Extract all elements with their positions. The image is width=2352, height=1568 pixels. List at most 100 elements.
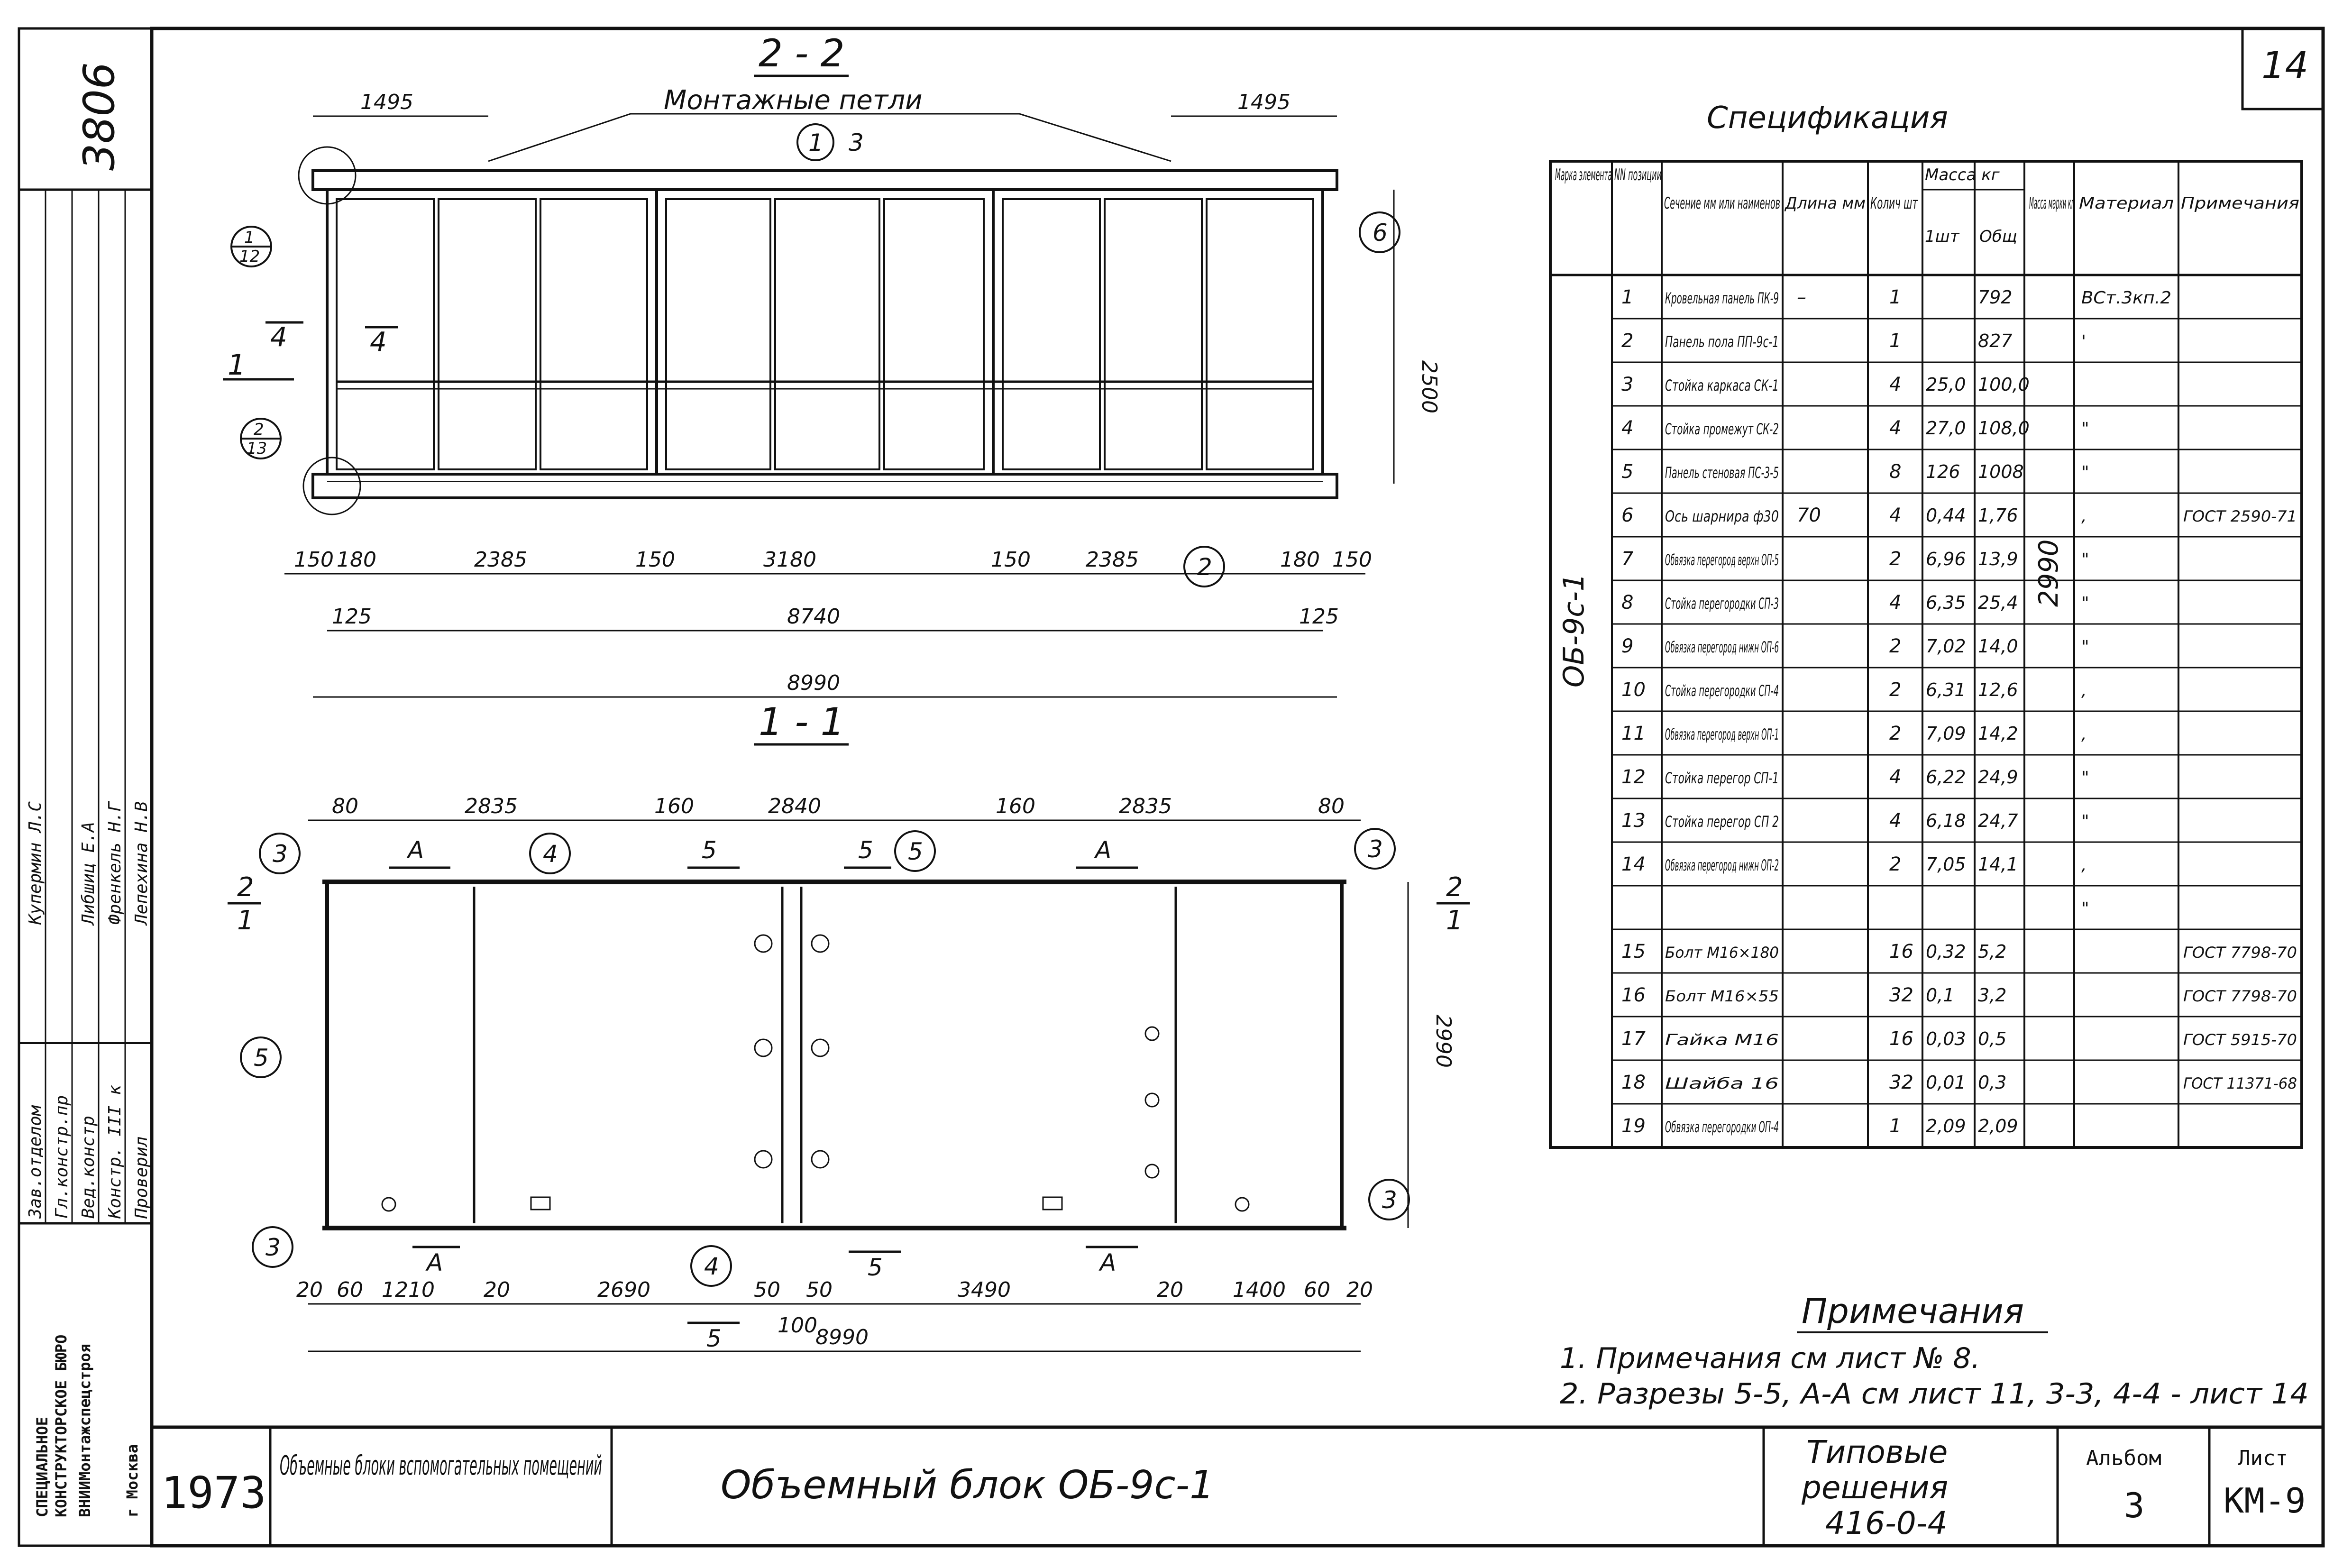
spec-cell-qty: 4 — [1889, 374, 1901, 395]
spec-cell-pos: 9 — [1621, 635, 1633, 657]
spec-cell-mat: " — [2081, 550, 2089, 569]
mark-4-top: 4 — [543, 840, 558, 868]
mark-3-tl: 3 — [273, 840, 288, 868]
spec-cell-pos: 13 — [1621, 810, 1646, 832]
spec-cell-name: Панель стеновая ПС-3-5 — [1665, 464, 1779, 482]
spec-cell-len: – — [1797, 286, 1806, 308]
spec-cell-total: 2,09 — [1978, 1116, 2018, 1137]
spec-cell-one: 0,32 — [1926, 941, 1966, 962]
spec-cell-total: 0,5 — [1978, 1028, 2006, 1049]
dim-2500: 2500 — [1417, 360, 1441, 413]
spec-cell-total: 100,0 — [1978, 374, 2030, 395]
mark-6: 6 — [1373, 219, 1388, 247]
spec-header-mass-mark: Масса марки кг — [2029, 194, 2074, 213]
spec-cell-total: 1,76 — [1978, 505, 2018, 526]
name-head: Купермин Л.С — [26, 801, 45, 925]
spec-cell-one: 7,02 — [1926, 636, 1966, 657]
solution-line-1: Типовые — [1806, 1434, 1948, 1470]
spec-cell-pos: 16 — [1621, 984, 1646, 1006]
dim-8990-top: 8990 — [787, 671, 840, 695]
spec-cell-note: ГОСТ 5915-70 — [2183, 1031, 2297, 1049]
spec-cell-one: 0,03 — [1926, 1028, 1966, 1049]
mark-5-top: 5 — [908, 838, 923, 865]
cut-5-bottom: 5 — [868, 1254, 883, 1281]
dim-2385-right: 2385 — [1086, 548, 1139, 572]
mark-5-left: 5 — [254, 1044, 269, 1072]
solution-line-3: 416-0-4 — [1825, 1505, 1948, 1541]
dim-2990: 2990 — [1431, 1015, 1455, 1068]
spec-cell-name: Стойка перегор СП 2 — [1665, 813, 1779, 831]
spec-cell-note: ГОСТ 7798-70 — [2183, 987, 2297, 1005]
notes: Примечания 1. Примечания см лист № 8. 2.… — [1560, 1291, 2309, 1411]
spec-cell-name: Панель пола ПП-9с-1 — [1665, 333, 1779, 351]
spec-cell-name: Гайка М16 — [1665, 1031, 1779, 1049]
album-label: Альбом — [2086, 1446, 2161, 1470]
spec-cell-qty: 2 — [1889, 723, 1901, 744]
dim-150-mid-left: 150 — [635, 548, 675, 572]
drawing-title: Объемный блок ОБ-9с-1 — [721, 1463, 1214, 1508]
spec-cell-qty: 2 — [1889, 635, 1901, 657]
spec-cell-qty: 16 — [1889, 941, 1913, 963]
spec-cell-total: 25,4 — [1978, 592, 2018, 613]
spec-cell-total: 24,7 — [1978, 810, 2018, 831]
spec-cell-qty: 4 — [1889, 417, 1901, 439]
spec-cell-one: 6,22 — [1926, 767, 1966, 788]
series-title: Объемные блоки вспомогательных помещений — [280, 1450, 602, 1481]
mark-13: 13 — [247, 439, 267, 458]
dim-150-left: 150 — [294, 548, 334, 572]
spec-cell-qty: 32 — [1889, 1072, 1913, 1093]
dim-125-left: 125 — [332, 605, 372, 629]
spec-cell-one: 0,1 — [1926, 985, 1954, 1006]
spec-cell-pos: 4 — [1621, 417, 1633, 439]
name-designer: Френкель Н.Г — [105, 801, 125, 925]
spec-header-mark: Марка элемента — [1555, 165, 1612, 184]
dim-20-mid-left: 20 — [484, 1278, 510, 1302]
spec-cell-total: 14,1 — [1978, 854, 2018, 875]
spec-cell-mat: , — [2081, 855, 2087, 875]
name-checker: Лепехина Н.В — [132, 801, 151, 926]
dim-160-right: 160 — [996, 794, 1035, 818]
spec-cell-qty: 16 — [1889, 1028, 1913, 1050]
spec-cell-pos: 2 — [1621, 330, 1633, 352]
sheet-code: КМ-9 — [2224, 1481, 2306, 1521]
dim-160-left: 160 — [654, 794, 694, 818]
mark-4-left: 4 — [270, 322, 287, 353]
dim-20-left: 20 — [296, 1278, 323, 1302]
mark-4-bottom: 4 — [704, 1253, 719, 1280]
spec-cell-name: Стойка перегородки СП-3 — [1665, 595, 1779, 613]
spec-cell-name: Стойка перегородки СП-4 — [1665, 682, 1779, 700]
spec-cell-mat: , — [2081, 724, 2087, 744]
spec-cell-total: 12,6 — [1978, 679, 2018, 700]
cut-2-left-num: 2 — [237, 872, 254, 903]
spec-cell-pos: 17 — [1621, 1028, 1646, 1050]
spec-cell-name: Шайба 16 — [1665, 1074, 1779, 1092]
spec-cell-pos: 11 — [1621, 723, 1646, 744]
spec-cell-mat: " — [2081, 463, 2089, 482]
dim-20-right: 20 — [1346, 1278, 1373, 1302]
spec-cell-mat: ' — [2081, 332, 2086, 351]
note-2: 2. Разрезы 5-5, А-А см лист 11, 3-3, 4-4… — [1560, 1377, 2309, 1411]
lifting-loops-label: Монтажные петли — [664, 85, 923, 116]
spec-cell-total: 13,9 — [1978, 549, 2018, 569]
dim-150-mid-right: 150 — [991, 548, 1031, 572]
spec-cell-pos: 15 — [1621, 941, 1646, 963]
role-lead: Вед.констр — [79, 1116, 98, 1219]
spec-cell-name: Стойка каркаса СК-1 — [1665, 376, 1779, 394]
spec-cell-one: 126 — [1926, 461, 1960, 482]
dim-60-left: 60 — [337, 1278, 363, 1302]
dim-180-left: 180 — [337, 548, 376, 572]
spec-cell-mat: " — [2081, 768, 2089, 788]
dim-50-right: 50 — [806, 1278, 833, 1302]
spec-cell-pos: 5 — [1621, 461, 1633, 483]
spec-header-section: Сечение мм или наименов — [1664, 194, 1780, 213]
spec-cell-mat: " — [2081, 637, 2089, 657]
dim-2385-left: 2385 — [474, 548, 527, 572]
spec-cell-qty: 4 — [1889, 766, 1901, 788]
mark-1-over-12: 1 — [244, 228, 255, 247]
spec-cell-note: ГОСТ 7798-70 — [2183, 944, 2297, 962]
spec-cell-total: 108,0 — [1978, 418, 2030, 439]
spec-cell-total: 1008 — [1978, 461, 2024, 482]
spec-cell-one: 6,18 — [1926, 810, 1966, 831]
spec-cell-one: 27,0 — [1926, 418, 1966, 439]
spec-cell-note: ГОСТ 11371-68 — [2183, 1074, 2297, 1092]
